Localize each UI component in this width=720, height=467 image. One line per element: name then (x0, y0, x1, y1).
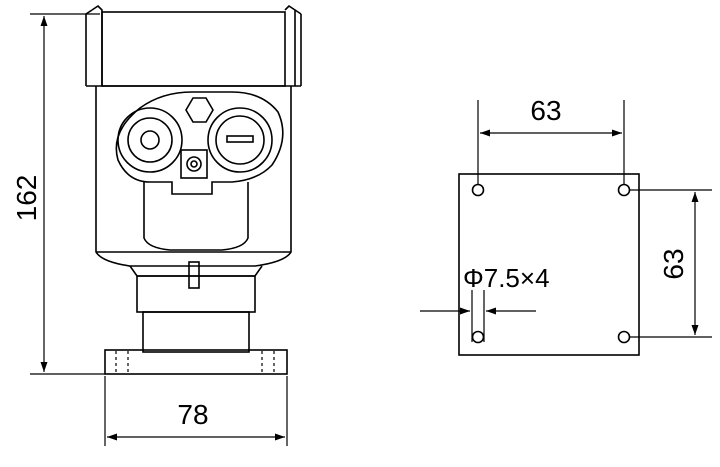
mounting-hole (617, 330, 631, 344)
base-width-label: 78 (177, 399, 208, 430)
height-dimension: 162 (11, 13, 105, 375)
base-width-dimension: 78 (104, 376, 288, 446)
mounting-hole (471, 330, 485, 344)
hex-nut (185, 97, 214, 123)
mounting-hole (471, 183, 485, 197)
side-view (85, 4, 302, 375)
hole-spacing-horizontal-label: 63 (530, 95, 561, 126)
hole-spec-label: Φ7.5×4 (463, 263, 550, 293)
front-panel (115, 91, 284, 251)
height-label: 162 (11, 175, 42, 222)
mounting-hole (617, 183, 631, 197)
hole-spacing-vertical: 63 (630, 189, 712, 338)
flange-base (104, 349, 288, 375)
right-gland (207, 107, 273, 173)
ground-screw (180, 149, 208, 179)
top-cover (85, 4, 302, 87)
neck (129, 261, 263, 353)
left-gland (117, 107, 183, 173)
hole-spacing-vertical-label: 63 (658, 248, 689, 279)
probe-tab (188, 261, 200, 289)
housing-body (95, 86, 292, 267)
hole-spacing-horizontal: 63 (477, 95, 625, 184)
hole-diameter-callout: Φ7.5×4 (420, 263, 550, 342)
